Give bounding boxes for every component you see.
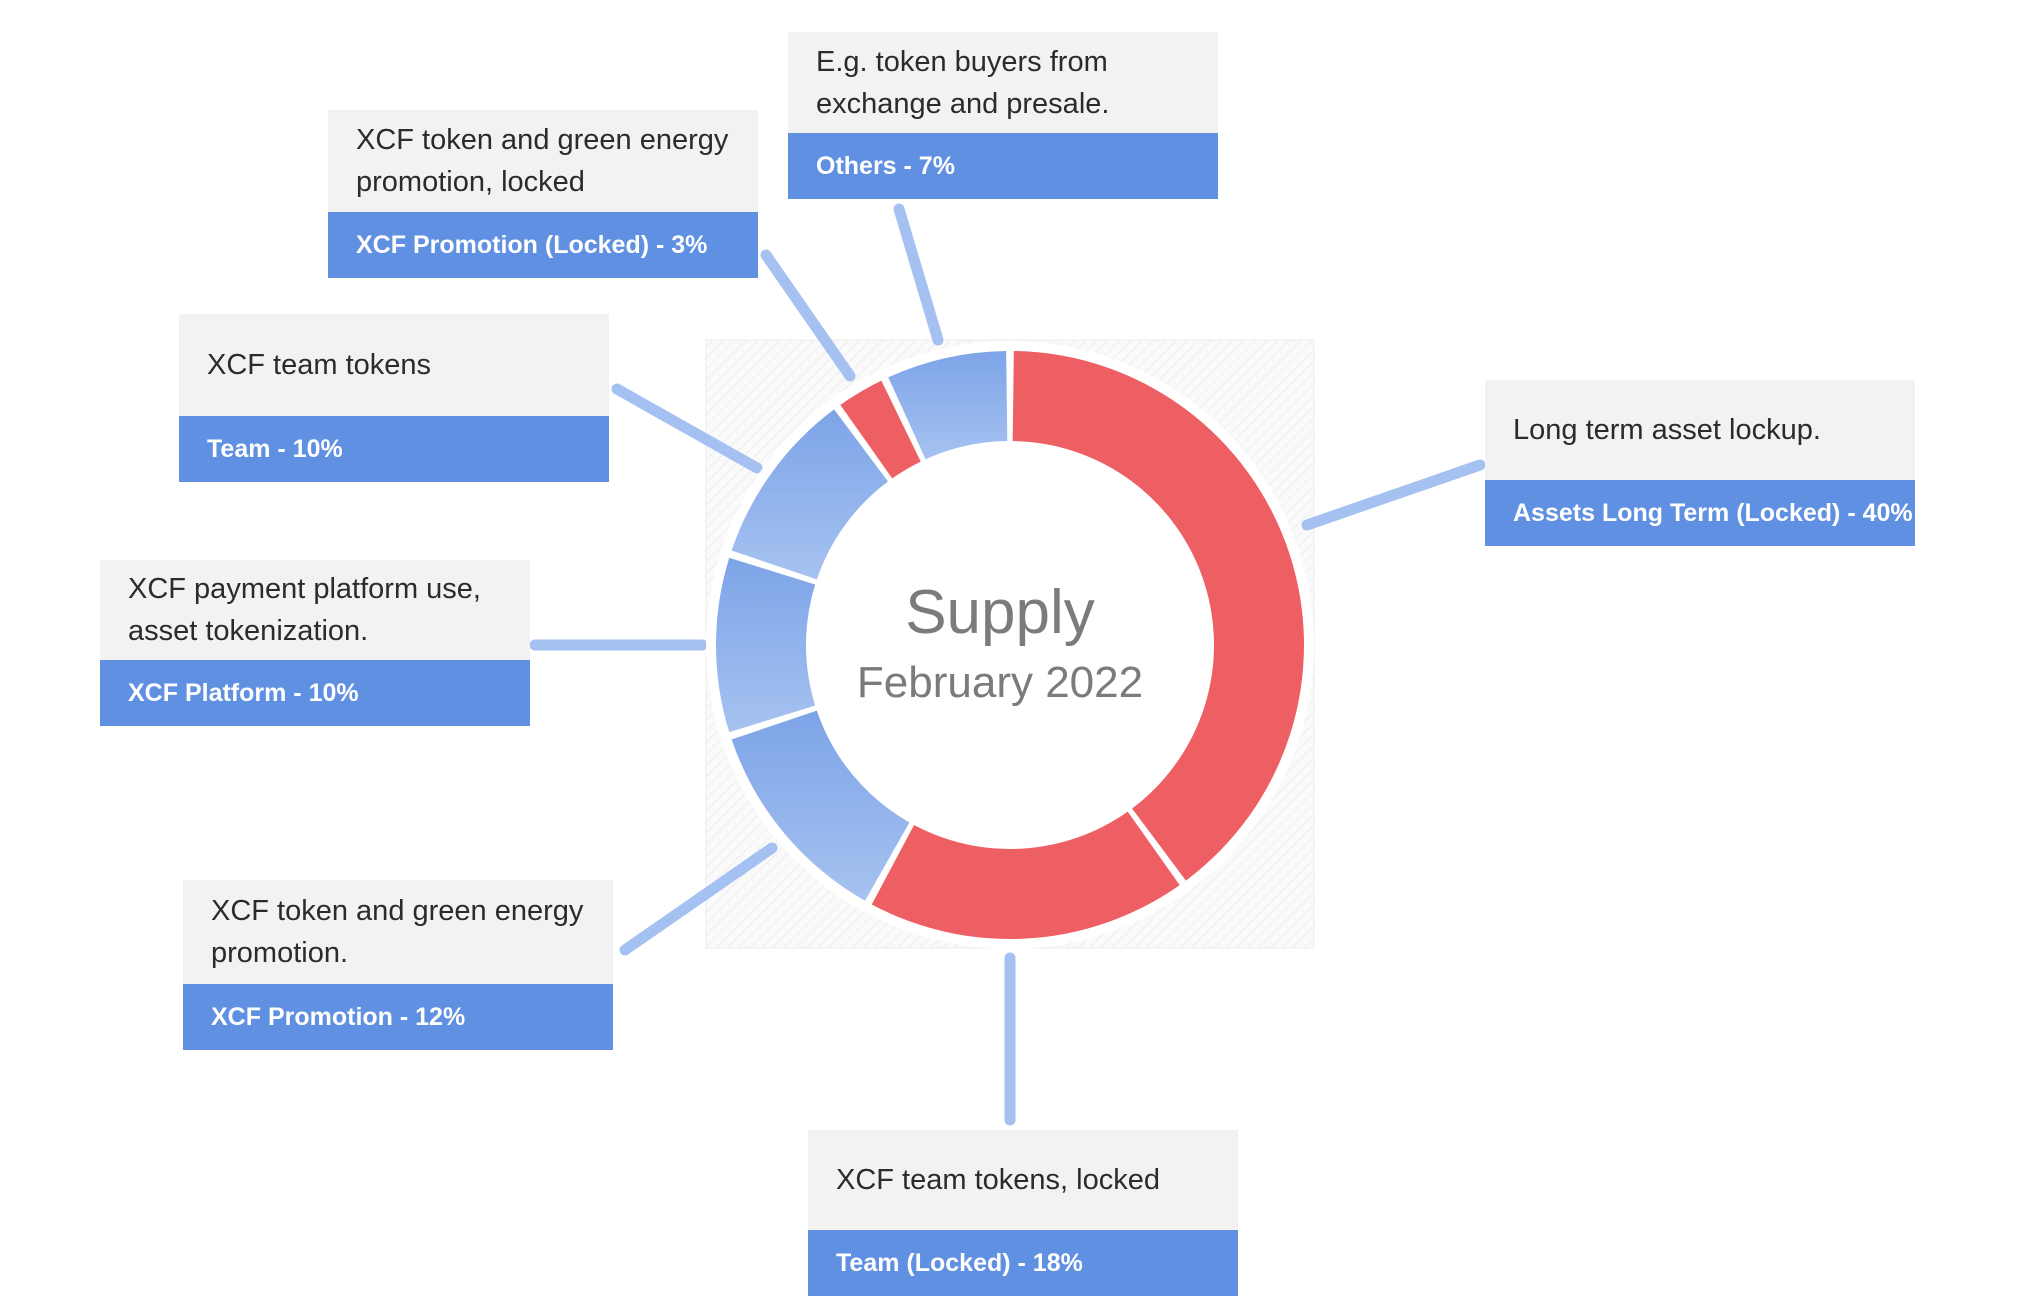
donut-slice-team-locked <box>871 811 1180 939</box>
legend-description: E.g. token buyers from exchange and pres… <box>788 32 1218 133</box>
legend-label: Team - 10% <box>179 416 609 482</box>
legend-card-xcf-promotion: XCF token and green energy promotion. XC… <box>183 880 613 1050</box>
connector-line-5 <box>611 383 763 474</box>
donut-slice-xcf-promotion-locked <box>840 380 921 479</box>
legend-description: XCF team tokens <box>179 314 609 416</box>
legend-card-xcf-platform: XCF payment platform use, asset tokeniza… <box>100 560 530 726</box>
legend-label: XCF Promotion (Locked) - 3% <box>328 212 758 278</box>
legend-label: XCF Platform - 10% <box>100 660 530 726</box>
legend-description: XCF token and green energy promotion. <box>183 880 613 984</box>
donut-slice-xcf-platform <box>715 557 816 733</box>
legend-card-team-locked: XCF team tokens, locked Team (Locked) - … <box>808 1130 1238 1296</box>
legend-card-assets-long-term: Long term asset lockup. Assets Long Term… <box>1485 380 1915 546</box>
legend-description: XCF token and green energy promotion, lo… <box>328 110 758 212</box>
donut-slice-xcf-promotion <box>731 710 910 901</box>
connector-line-7 <box>893 203 944 346</box>
legend-description: XCF payment platform use, asset tokeniza… <box>100 560 530 660</box>
connector-line-6 <box>760 249 856 382</box>
donut-slice-others <box>888 351 1008 460</box>
connector-line-3 <box>619 842 778 956</box>
donut-slice-team <box>731 409 888 580</box>
legend-label: Others - 7% <box>788 133 1218 199</box>
donut-slice-assets-long-term-locked <box>1012 351 1304 881</box>
legend-card-team: XCF team tokens Team - 10% <box>179 314 609 482</box>
legend-label: XCF Promotion - 12% <box>183 984 613 1050</box>
legend-card-others: E.g. token buyers from exchange and pres… <box>788 32 1218 199</box>
chart-subtitle: February 2022 <box>856 658 1144 707</box>
legend-description: XCF team tokens, locked <box>808 1130 1238 1230</box>
legend-description: Long term asset lockup. <box>1485 380 1915 480</box>
legend-label: Assets Long Term (Locked) - 40% <box>1485 480 1915 546</box>
chart-title: Supply <box>905 578 1095 647</box>
connector-line-1 <box>1301 459 1486 531</box>
legend-card-xcf-promotion-locked: XCF token and green energy promotion, lo… <box>328 110 758 278</box>
legend-label: Team (Locked) - 18% <box>808 1230 1238 1296</box>
donut-hole <box>810 445 1210 845</box>
